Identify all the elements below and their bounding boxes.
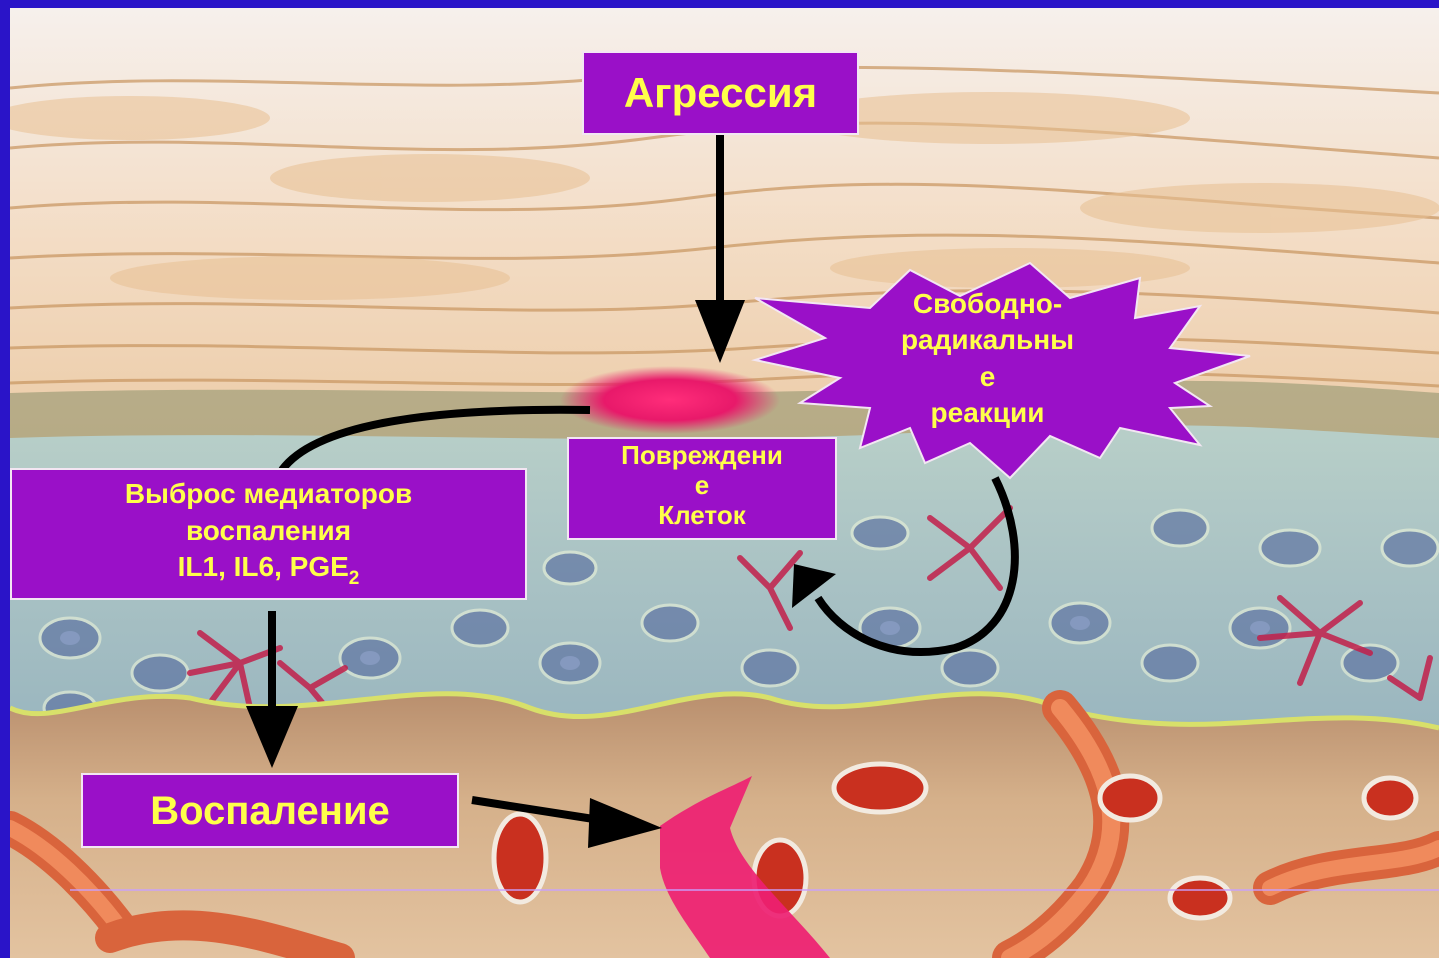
inflammation-box: Воспаление	[81, 773, 459, 848]
mediators-line-3: IL1, IL6, PGE2	[125, 549, 412, 592]
mediators-formula: IL1, IL6, PGE	[178, 551, 349, 582]
free-radicals-line-3: е	[865, 359, 1110, 395]
slide: Агрессия Повреждени е Клеток Свободно- р…	[10, 8, 1439, 958]
arrow-inflammation-to-lesion	[472, 798, 662, 848]
cell-damage-line-3: Клеток	[621, 501, 783, 531]
cell-damage-box: Повреждени е Клеток	[567, 437, 837, 540]
arrow-aggression-to-damage	[695, 135, 745, 363]
free-radicals-line-4: реакции	[865, 395, 1110, 431]
cell-damage-line-2: е	[621, 471, 783, 501]
free-radicals-line-2: радикальны	[865, 322, 1110, 358]
arrow-lesion-to-mediators	[282, 410, 590, 470]
aggression-box: Агрессия	[582, 51, 859, 135]
free-radicals-label: Свободно- радикальны е реакции	[865, 286, 1110, 432]
aggression-label: Агрессия	[624, 67, 817, 120]
cell-damage-line-1: Повреждени	[621, 441, 783, 471]
arrow-mediators-to-inflammation	[246, 611, 298, 768]
mediators-line-1: Выброс медиаторов	[125, 476, 412, 512]
mediators-subscript: 2	[349, 568, 360, 589]
inflammation-label: Воспаление	[150, 786, 390, 836]
free-radicals-line-1: Свободно-	[865, 286, 1110, 322]
mediators-line-2: воспаления	[125, 513, 412, 549]
mediators-release-box: Выброс медиаторов воспаления IL1, IL6, P…	[10, 468, 527, 600]
